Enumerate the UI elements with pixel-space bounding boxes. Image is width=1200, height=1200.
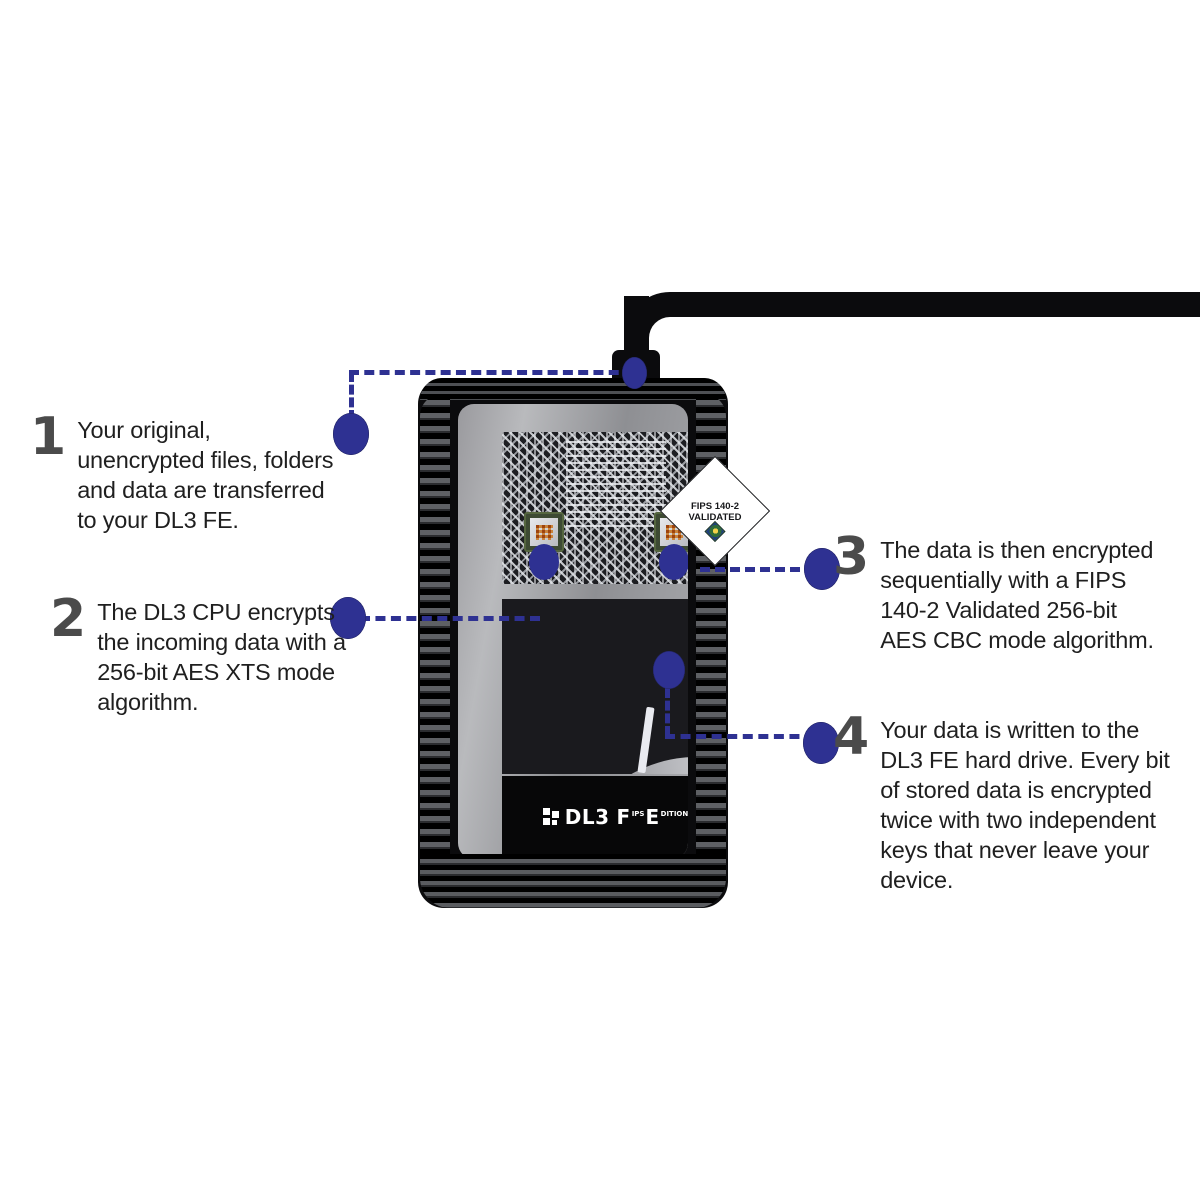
chip-die (530, 518, 558, 546)
callout-4: 4 Your data is written to the DL3 FE har… (833, 707, 1173, 895)
callout-dot-2[interactable] (330, 597, 366, 639)
badge-line-1: FIPS 140-2 (690, 501, 740, 512)
heatsink-fins-bottom (420, 854, 726, 908)
fips-140-2-badge: FIPS 140-2 VALIDATED (659, 455, 771, 567)
callout-dot-4[interactable] (803, 722, 839, 764)
logo-dl3: DL3 (564, 805, 610, 829)
anchor-dot-chip-cbc (659, 544, 688, 580)
actuator-arm (637, 706, 655, 774)
pcb-traces-center (565, 441, 667, 533)
device-front-face: abc (458, 404, 688, 859)
callout-2: 2 The DL3 CPU encrypts the incoming data… (50, 589, 350, 717)
badge-text: FIPS 140-2 VALIDATED (676, 472, 754, 550)
circuit-board (502, 432, 688, 584)
dl3-fe-device: abc (418, 378, 728, 908)
anchor-dot-connector (622, 357, 647, 389)
hard-drive-platter (564, 757, 688, 774)
logo-fips-sup: IPS (631, 810, 645, 818)
callout-2-text: The DL3 CPU encrypts the incoming data w… (97, 599, 346, 715)
hard-drive-area: abc (502, 599, 688, 774)
logo-edition-sup: DITION (660, 810, 688, 818)
callout-4-number: 4 (833, 707, 869, 767)
heatsink-fins-top (420, 378, 726, 400)
leader-line-4-horizontal (665, 734, 815, 739)
callout-dot-1[interactable] (333, 413, 369, 455)
logo-wordmark: DL3 F IPS E DITION (565, 805, 688, 829)
leader-line-4-vertical (665, 688, 670, 736)
dl3-logo: DL3 F IPS E DITION (542, 805, 688, 829)
callout-3: 3 The data is then encrypted sequentiall… (833, 527, 1163, 655)
leader-line-1-horizontal (349, 370, 634, 375)
callout-4-text: Your data is written to the DL3 FE hard … (880, 717, 1170, 893)
leader-line-2 (360, 616, 540, 621)
callout-1: 1 Your original, unencrypted files, fold… (30, 407, 340, 535)
callout-3-number: 3 (833, 527, 869, 587)
anchor-dot-chip-xts (529, 544, 559, 580)
logo-blocks-icon (542, 808, 561, 826)
callout-1-text: Your original, unencrypted files, folder… (77, 417, 334, 533)
heatsink-fins-left (420, 394, 450, 892)
leader-line-3 (700, 567, 815, 572)
logo-e: E (645, 805, 660, 829)
anchor-dot-platter (653, 651, 685, 689)
brand-plate: DL3 F IPS E DITION (502, 776, 688, 858)
usb-cable-vertical (624, 296, 649, 358)
leader-line-1-vertical (349, 372, 354, 420)
chip-pads (535, 524, 553, 540)
logo-f: F (616, 805, 631, 829)
badge-line-2: VALIDATED (688, 512, 742, 523)
callout-1-number: 1 (30, 407, 66, 467)
callout-2-number: 2 (50, 589, 86, 649)
callout-3-text: The data is then encrypted sequentially … (880, 537, 1154, 653)
usb-cable-horizontal (700, 292, 1200, 317)
callout-dot-3[interactable] (804, 548, 840, 590)
